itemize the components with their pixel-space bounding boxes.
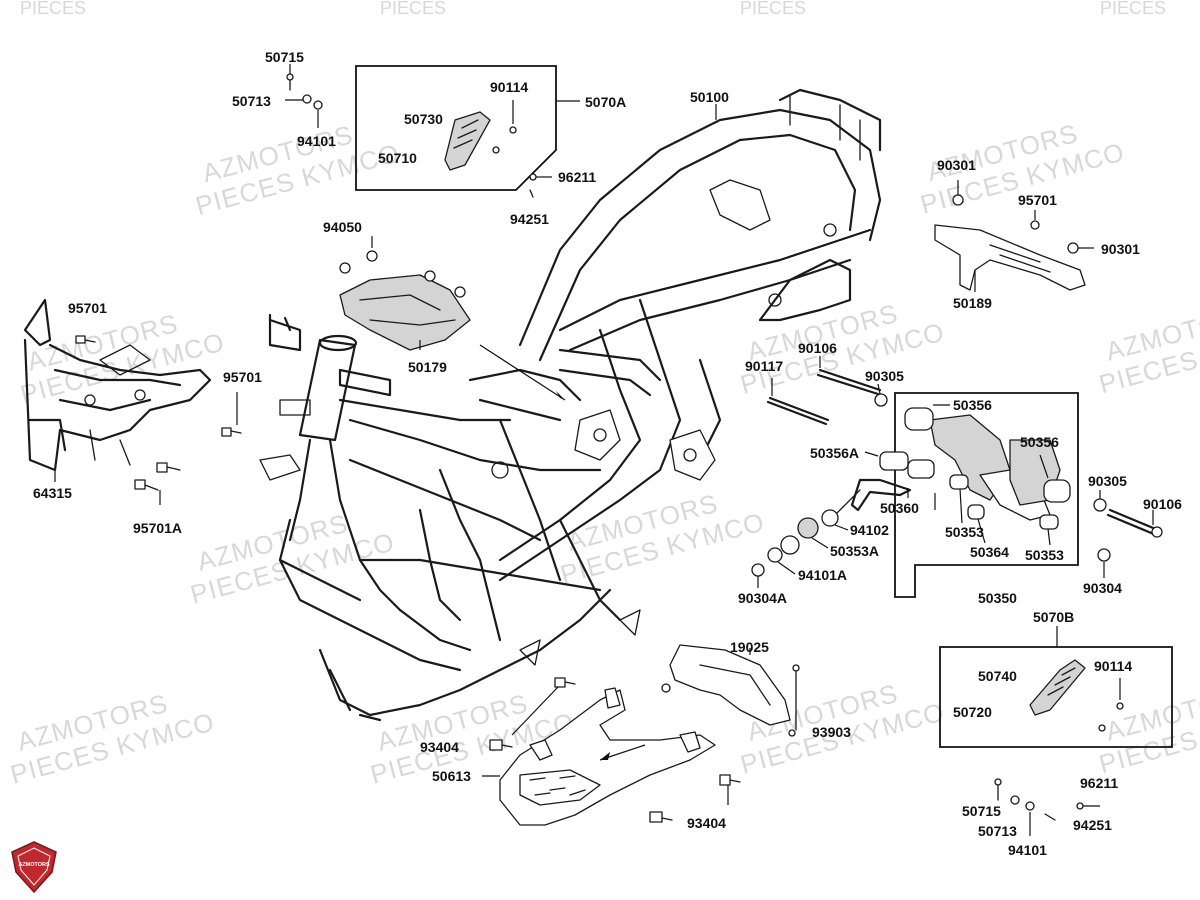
part-label-50179: 50179 [408,359,447,375]
part-labels: 50715 50713 94101 90114 50730 50710 5070… [33,49,1182,858]
watermark-layer: PIECES PIECES PIECES PIECES AZMOTORS PIE… [7,0,1200,790]
part-label-90305-right: 90305 [1088,473,1127,489]
washers-drawing [751,509,849,588]
shafts-drawing [766,356,888,426]
part-label-50715-top: 50715 [265,49,304,65]
box-5070A [355,65,580,191]
part-label-50710: 50710 [378,150,417,166]
part-label-94251-bottom: 94251 [1073,817,1112,833]
bolt-95701-mid [221,392,242,437]
part-label-96211-top: 96211 [558,169,596,185]
part-label-96211-bottom: 96211 [1080,775,1118,791]
part-label-95701-right: 95701 [1018,192,1057,208]
part-label-90106-right: 90106 [1143,496,1182,512]
part-label-50715-bottom: 50715 [962,803,1001,819]
part-label-64315: 64315 [33,485,72,501]
part-label-50740: 50740 [978,668,1017,684]
part-label-50356A: 50356A [810,445,859,461]
leader-lines [159,104,936,510]
part-label-50189: 50189 [953,295,992,311]
part-label-95701-mid: 95701 [223,369,262,385]
part-label-50350: 50350 [978,590,1017,606]
part-label-93404-b: 93404 [687,815,726,831]
part-label-90106-top: 90106 [798,340,837,356]
part-label-50730: 50730 [404,111,443,127]
part-label-50353-b: 50353 [1025,547,1064,563]
pin-96211-top [529,173,552,198]
part-label-50356-b: 50356 [1020,434,1059,450]
part-label-90114-bottom: 90114 [1094,658,1132,674]
part-label-90301-a: 90301 [937,157,976,173]
part-label-94251-top: 94251 [510,211,549,227]
watermark-top-text: PIECES [1100,0,1166,18]
part-label-93903: 93903 [812,724,851,740]
bracket-50189-drawing [934,180,1094,292]
box-50350 [894,392,1079,598]
part-label-50613: 50613 [432,768,471,784]
part-label-5070B: 5070B [1033,609,1074,625]
part-label-94101-bottom: 94101 [1008,842,1047,858]
under-cover-50613-drawing [482,687,716,826]
bolt-95701A [134,462,181,491]
part-label-94050: 94050 [323,219,362,235]
part-label-94101A: 94101A [798,567,847,583]
main-frame-drawing [259,88,882,722]
part-label-93404-a: 93404 [420,739,459,755]
cover-19025-drawing [661,644,800,737]
part-label-50353A: 50353A [830,543,879,559]
pin-set-bottom [994,778,1100,836]
bolt-95701-left [75,335,96,344]
right-fasteners-drawing [1093,490,1163,578]
watermark-top-text: PIECES [380,0,446,18]
watermark-top-text: PIECES [740,0,806,18]
part-label-50720: 50720 [953,704,992,720]
part-label-90114-top: 90114 [490,79,528,95]
box-5070B [939,626,1173,748]
watermark-top-text: PIECES [20,0,86,18]
part-label-95701A: 95701A [133,520,182,536]
part-label-94101-top: 94101 [297,133,336,149]
part-label-90301-b: 90301 [1101,241,1140,257]
part-label-90304: 90304 [1083,580,1122,596]
part-label-90117: 90117 [745,358,783,374]
part-label-50364: 50364 [970,544,1009,560]
part-label-5070A: 5070A [585,94,626,110]
part-label-50353-a: 50353 [945,524,984,540]
part-label-50360: 50360 [880,500,919,516]
part-label-90305-top: 90305 [865,368,904,384]
pin-set-top [285,64,323,128]
part-label-95701-left: 95701 [68,300,107,316]
part-label-50713-top: 50713 [232,93,271,109]
bushings-drawing [829,451,935,521]
plate-50179-drawing [339,236,471,351]
azmotors-logo: AZMOTORS [11,841,57,894]
part-label-50713-bottom: 50713 [978,823,1017,839]
part-label-90304A: 90304A [738,590,787,606]
part-label-50100: 50100 [690,89,729,105]
part-label-19025: 19025 [730,639,769,655]
part-label-94102: 94102 [850,522,889,538]
logo-text: AZMOTORS [18,862,50,868]
part-label-50356-a: 50356 [953,397,992,413]
bracket-64315-drawing [23,298,212,482]
bolts-93404 [489,677,741,823]
